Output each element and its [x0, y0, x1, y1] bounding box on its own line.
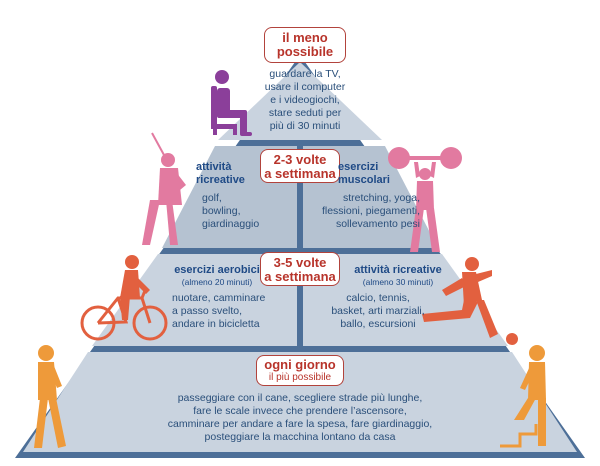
second-right-text: stretching, yoga, flessioni, piegamenti,…	[321, 192, 420, 230]
badge-top-text: il meno possibile	[276, 30, 334, 59]
badge-top: il meno possibile	[264, 27, 346, 63]
tier2-divider	[297, 146, 303, 248]
badge-bottom-subtext: il più possibile	[268, 372, 332, 383]
stair-climber-icon	[500, 345, 546, 448]
top-tier-text: guardare la TV, usare il computer e i vi…	[264, 68, 346, 132]
badge-second: 2-3 volte a settimana	[260, 149, 340, 183]
cyclist-icon	[80, 255, 168, 341]
third-right-title: attività ricreative	[354, 264, 442, 276]
badge-bottom-text: ogni giorno	[264, 357, 336, 372]
badge-bottom: ogni giorno il più possibile	[256, 355, 344, 386]
golfer-icon	[142, 132, 186, 245]
second-left-text: golf, bowling, giardinaggio	[202, 192, 260, 230]
tier3-divider	[297, 254, 303, 346]
second-left-title: attività ricreative	[196, 161, 245, 186]
second-right-title: esercizi muscolari	[338, 161, 390, 186]
pyramid-tier-top	[218, 62, 382, 140]
third-left-subtitle: (almeno 20 minuti)	[181, 277, 253, 287]
bottom-tier-text: passeggiare con il cane, scegliere strad…	[167, 392, 433, 443]
third-left-title: esercizi aerobici	[174, 264, 260, 276]
pyramid-tier-bottom	[23, 352, 577, 452]
sitting-person-icon	[211, 70, 252, 136]
third-right-text: calcio, tennis, basket, arti marziali, b…	[331, 292, 425, 330]
badge-third: 3-5 volte a settimana	[260, 252, 340, 286]
badge-third-text: 3-5 volte a settimana	[264, 255, 336, 284]
walking-person-icon	[34, 345, 66, 448]
soccer-player-icon	[422, 257, 518, 345]
third-left-text: nuotare, camminare a passo svelto, andar…	[172, 292, 266, 330]
badge-second-text: 2-3 volte a settimana	[264, 152, 336, 181]
third-right-subtitle: (almeno 30 minuti)	[362, 277, 434, 287]
weightlifter-icon	[388, 147, 462, 252]
